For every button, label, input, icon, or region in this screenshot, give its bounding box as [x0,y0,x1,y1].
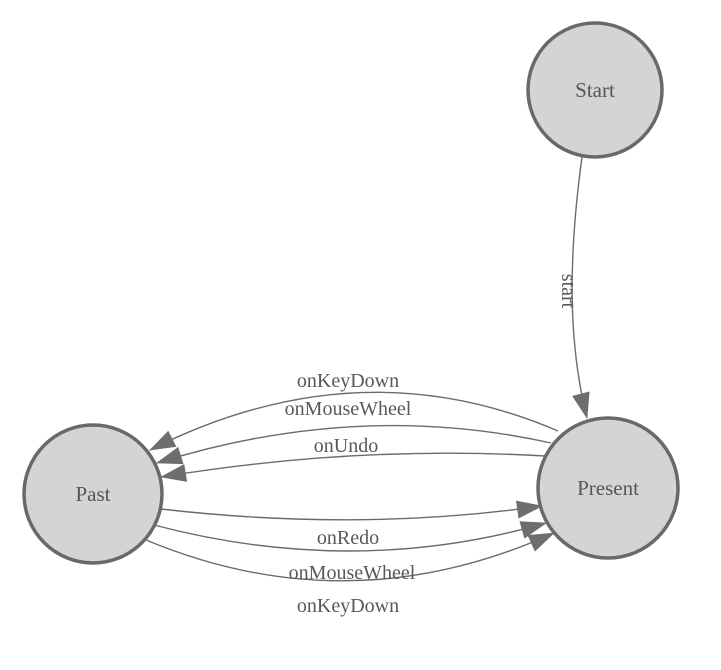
node-past: Past [22,423,164,565]
edge-past-to-present-onredo [160,500,543,521]
edge-past-to-present-onmousewheel [153,521,547,552]
edge-label-onmousewheel-bottom: onMouseWheel [289,562,416,584]
edge-label-onundo: onUndo [314,435,378,457]
edge-label-group: start onKeyDown onMouseWheel onUndo onRe… [285,274,579,617]
edge-present-to-past-onmousewheel [156,424,552,465]
node-start: Start [526,21,664,159]
edge-label-onmousewheel-top: onMouseWheel [285,398,412,420]
node-present: Present [536,416,680,560]
node-past-label: Past [75,482,110,506]
node-present-label: Present [577,476,639,500]
edge-label-onkeydown-bottom: onKeyDown [297,595,399,617]
node-present-circle [536,416,680,560]
node-start-label: Start [575,78,615,102]
node-start-circle [526,21,664,159]
edge-present-to-past-onkeydown [149,391,559,451]
edge-present-to-past-onundo [160,452,546,482]
edge-group [145,156,590,582]
edge-past-to-present-onkeydown [145,532,555,582]
edge-label-onkeydown-top: onKeyDown [297,370,399,392]
edge-label-onredo: onRedo [317,527,379,549]
node-past-circle [22,423,164,565]
edge-label-start: start [557,274,579,309]
edge-start-to-present [571,156,590,419]
